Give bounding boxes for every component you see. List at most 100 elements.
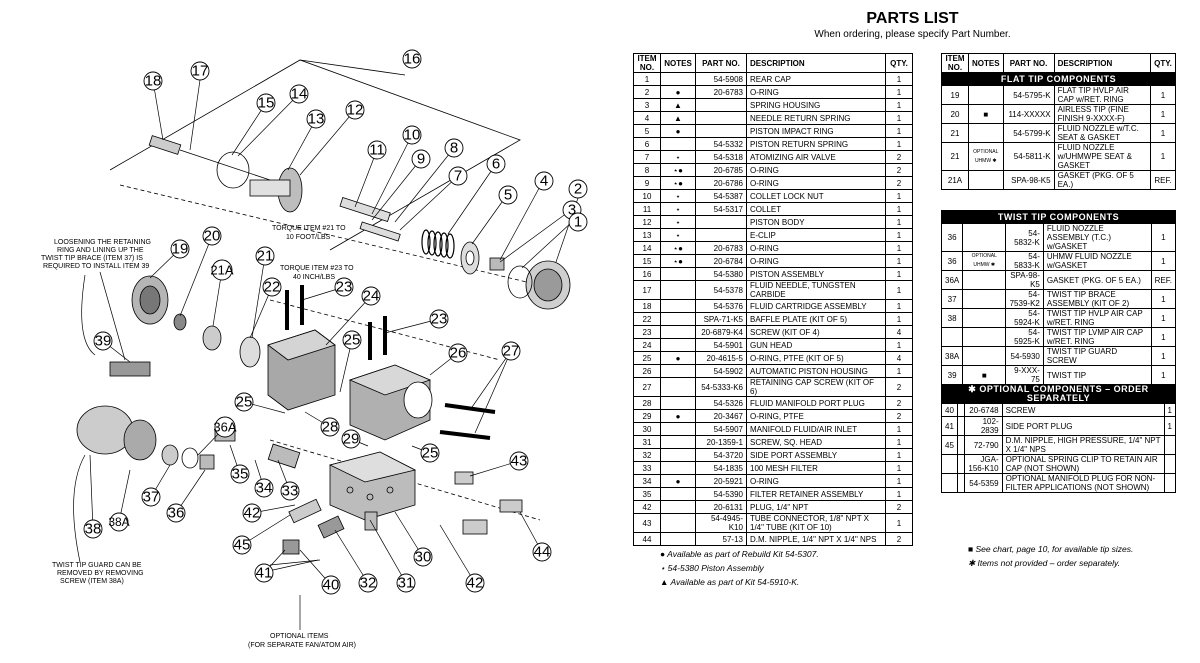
cell-notes (660, 532, 696, 546)
cell-part: 54-5380 (695, 267, 747, 281)
cell-notes: ⋆ (660, 215, 696, 229)
balloon-11: 11 (369, 142, 385, 159)
balloon-13: 13 (308, 111, 325, 128)
cell-desc: UHMW FLUID NOZZLE w/GASKET (1042, 251, 1152, 271)
torque-note-21-line2: 10 FOOT/LBS (286, 234, 331, 241)
main-parts-table: ITEM NO. NOTES PART NO. DESCRIPTION QTY.… (633, 53, 913, 546)
page-subtitle: When ordering, please specify Part Numbe… (814, 29, 1011, 40)
cell-desc: FLUID NEEDLE, TUNGSTEN CARBIDE (746, 280, 886, 300)
cell-item (941, 454, 958, 474)
cell-qty: 1 (1163, 403, 1177, 417)
balloon-21: 21 (257, 248, 274, 265)
cell-item: 34 (633, 474, 661, 488)
cell-part (695, 228, 747, 242)
loosen-note-line3: TWIST TIP BRACE (ITEM 37) IS (41, 255, 143, 262)
piston-housing-part (348, 364, 433, 441)
cell-part: 20-6131 (695, 500, 747, 514)
twist-tip-guard-part (76, 405, 157, 461)
cell-part: 54-5930 (1005, 346, 1044, 366)
balloon-41: 41 (256, 565, 273, 582)
cell-part: 54-5799-K (1002, 123, 1055, 143)
cell-part: 54-5924-K (1005, 308, 1044, 328)
cell-notes (962, 327, 1007, 347)
cell-notes (660, 396, 696, 410)
cell-desc: MANIFOLD FLUID/AIR INLET (746, 422, 886, 436)
cell-desc: E-CLIP (746, 228, 886, 242)
cell-qty: 1 (885, 202, 913, 216)
optional-components-table: ✱ OPTIONAL COMPONENTS – ORDER SEPARATELY… (941, 384, 1177, 493)
cell-desc: SPRING HOUSING (746, 98, 886, 112)
tip-parts-table: ITEM NO. NOTES PART NO. DESCRIPTION QTY.… (941, 53, 1176, 190)
cell-part: SPA-98-K5 (1002, 170, 1055, 190)
cell-notes (956, 454, 965, 474)
flat-tip-section-title: FLAT TIP COMPONENTS (941, 72, 1176, 86)
cell-notes: ▲ (660, 98, 696, 112)
cell-notes: OPTIONAL UHMW ✱ (962, 251, 1007, 271)
cell-desc: D.M. NIPPLE, HIGH PRESSURE, 1/4" NPT X 1… (1001, 435, 1165, 455)
guard-note-line3: SCREW (ITEM 38A) (60, 578, 124, 585)
optional-section-title: ✱ OPTIONAL COMPONENTS – ORDER SEPARATELY (941, 384, 1176, 404)
cell-item: 21 (941, 123, 969, 143)
cell-part: 54-5332 (695, 137, 747, 151)
balloon-35: 35 (232, 466, 249, 483)
cell-part: 54-5832-K (1005, 223, 1044, 252)
torque-note-21-line1: TORQUE ITEM #21 TO (272, 225, 346, 232)
balloon-23a: 23 (336, 279, 353, 296)
balloon-3: 3 (568, 202, 576, 219)
cell-part: 20-3467 (695, 409, 747, 423)
balloon-25c: 25 (422, 445, 439, 462)
cell-item: 7 (633, 150, 661, 164)
cell-notes (660, 461, 696, 475)
cell-notes (962, 270, 1007, 290)
balloon-15: 15 (258, 95, 275, 112)
cell-item: 12 (633, 215, 661, 229)
cell-item: 40 (941, 403, 958, 417)
cell-part: 20-6748 (963, 403, 1003, 417)
cell-qty: 1 (885, 228, 913, 242)
cell-notes: ⋆● (660, 241, 696, 255)
balloon-36: 36 (168, 505, 185, 522)
cell-item: 1 (633, 72, 661, 86)
cell-qty: 1 (885, 364, 913, 378)
twist-tip-section-title: TWIST TIP COMPONENTS (941, 210, 1176, 224)
cell-notes: ■ (962, 365, 1007, 385)
cell-desc: TUBE CONNECTOR, 1/8" NPT X 1/4" TUBE (KI… (746, 513, 886, 533)
cell-item: 17 (633, 280, 661, 300)
cell-part: 54-5901 (695, 338, 747, 352)
cell-notes (660, 137, 696, 151)
cell-part: 54-5359 (963, 473, 1003, 493)
balloon-17: 17 (192, 63, 209, 80)
footnote-tip-sizes: ■ See chart, page 10, for available tip … (968, 544, 1134, 554)
cell-item: 21A (941, 170, 969, 190)
cell-notes: ● (660, 409, 696, 423)
cell-item: 25 (633, 351, 661, 365)
cell-part: 54-5908 (695, 72, 747, 86)
cell-notes: ● (660, 351, 696, 365)
optional-items-note-line2: (FOR SEPARATE FAN/ATOM AIR) (248, 642, 356, 649)
cell-part (695, 111, 747, 125)
cell-desc: FLUID NOZZLE w/UHMWPE SEAT & GASKET (1053, 142, 1152, 171)
cell-part: 54-5333-K6 (695, 377, 747, 397)
cell-item: 30 (633, 422, 661, 436)
cell-desc: OPTIONAL SPRING CLIP TO RETAIN AIR CAP (… (1001, 454, 1165, 474)
cell-notes (956, 403, 965, 417)
cell-item: 22 (633, 312, 661, 326)
balloon-18: 18 (145, 73, 162, 90)
balloon-40: 40 (323, 577, 340, 594)
col-item: ITEM NO. (633, 53, 661, 73)
cell-notes (956, 416, 965, 436)
